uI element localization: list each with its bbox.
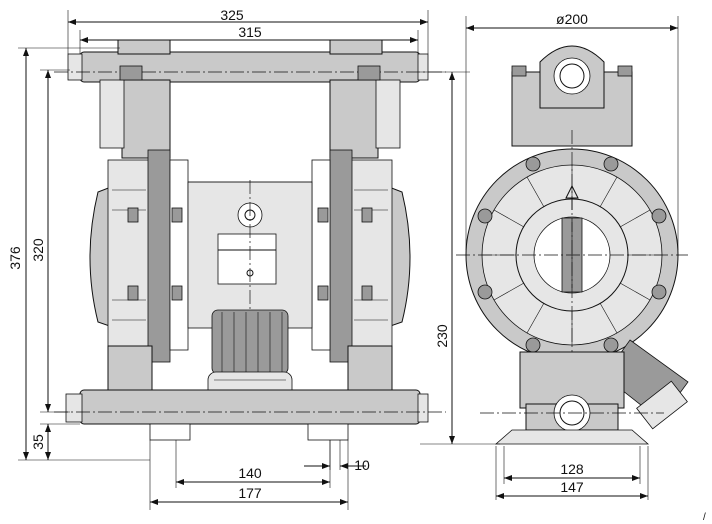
dim-base-outer: 147 (560, 479, 584, 495)
side-view: ø200 230 128 147 (420, 11, 689, 500)
left-chamber (89, 149, 189, 363)
top-manifold (54, 39, 446, 83)
side-dimensions (420, 16, 679, 500)
dim-height-overall: 376 (7, 246, 23, 270)
dim-width-overall: 325 (220, 7, 244, 23)
corner-mark: / (703, 512, 706, 523)
right-chamber (311, 149, 411, 363)
manifold-columns (99, 65, 401, 159)
dim-foot-width: 10 (354, 457, 370, 473)
dim-foot-spacing: 140 (238, 465, 262, 481)
side-housing (456, 130, 688, 440)
dim-height-ports: 320 (30, 238, 46, 262)
dim-diameter: ø200 (556, 11, 588, 27)
side-bottom-inlet (480, 351, 664, 445)
front-view: 325 315 376 320 35 140 177 10 (7, 7, 446, 510)
dim-base-inner: 128 (560, 461, 584, 477)
front-dimensions (18, 10, 429, 510)
dim-width-ports: 315 (238, 24, 262, 40)
dim-foot-outer: 177 (238, 485, 262, 501)
bottom-manifold (54, 345, 446, 441)
dim-base-height: 35 (30, 434, 46, 450)
dim-outlet-height: 230 (434, 324, 450, 348)
